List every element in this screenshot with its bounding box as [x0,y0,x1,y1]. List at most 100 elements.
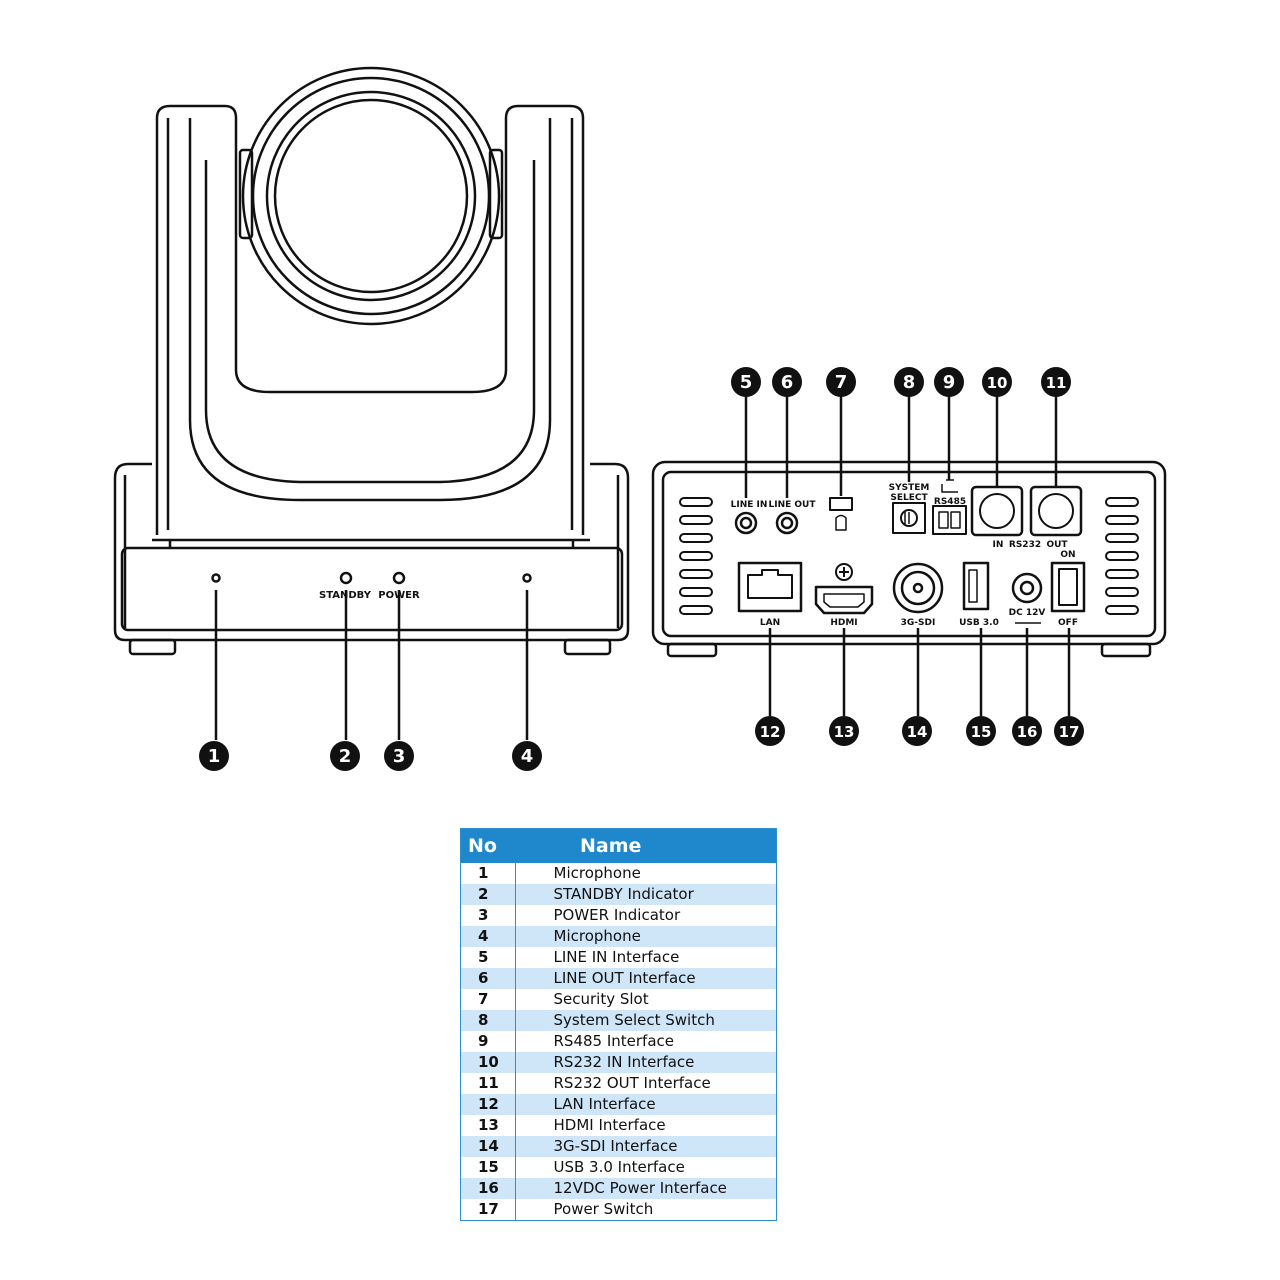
row-name: LINE IN Interface [553,948,680,966]
callout-number: 11 [1046,374,1067,392]
callout-circle [1012,716,1042,746]
hdmi-port [814,585,874,615]
security-slot [829,497,853,511]
callout-number: 3 [393,746,406,767]
usb-label: USB 3.0 [959,618,999,628]
callout-circle [330,741,360,771]
sdi-port [892,562,944,614]
system-label: SYSTEM [889,483,930,493]
row-number: 2 [460,884,516,905]
row-number: 5 [460,947,516,968]
rs232-label: RS232 [1009,540,1041,550]
standby-label: STANDBY [319,590,372,601]
front-view [113,66,630,656]
callout-circle [1041,367,1071,397]
callout-2: 2 [330,741,360,771]
table-row: 13 HDMI Interface [460,1115,777,1136]
leader-lines [214,396,1071,740]
camera-lens [241,66,501,326]
row-number: 17 [460,1199,516,1221]
table-row: 7 Security Slot [460,989,777,1010]
camera-diagram: STANDBY POWER LINE IN LINE OUT SYSTEM SE… [113,66,1167,771]
callout-13: 13 [829,716,859,746]
callout-9: 9 [934,367,964,397]
callout-7: 7 [826,367,856,397]
usb-port [962,561,990,611]
row-name: LAN Interface [515,1094,777,1115]
hdmi-label: HDMI [830,618,857,628]
row-name: Microphone [515,926,777,947]
callout-number: 9 [943,372,956,393]
row-name: Security Slot [553,990,649,1008]
out-label: OUT [1046,540,1068,550]
callout-1: 1 [199,741,229,771]
lan-port [737,561,803,613]
rs485-port [932,505,967,535]
callout-circle [755,716,785,746]
row-name: 12VDC Power Interface [515,1178,777,1199]
callout-number: 17 [1059,723,1080,741]
callout-circle [966,716,996,746]
callout-number: 1 [208,746,221,767]
row-number: 13 [460,1115,516,1136]
callout-number: 10 [987,374,1008,392]
row-name: Microphone [553,864,641,882]
callout-circle [826,367,856,397]
rear-view [651,460,1167,658]
row-name: System Select Switch [515,1010,777,1031]
row-number: 12 [460,1094,516,1115]
row-number: 6 [460,968,516,989]
callout-number: 4 [521,746,534,767]
callout-circle [829,716,859,746]
row-name: RS485 Interface [553,1032,675,1050]
line-out-jack [775,511,799,535]
row-number: 4 [460,926,516,947]
rs485-label: RS485 [934,497,966,507]
table-header-row: No Name [460,828,777,863]
callout-number: 8 [903,372,916,393]
callout-number: 16 [1017,723,1038,741]
row-number: 7 [460,989,516,1010]
callout-3: 3 [384,741,414,771]
vent-left [679,497,713,615]
callout-14: 14 [902,716,932,746]
table-row: 17 Power Switch [460,1199,777,1221]
select-label: SELECT [890,493,928,503]
callout-number: 12 [760,723,781,741]
power-switch [1050,561,1086,613]
callout-number: 7 [835,372,848,393]
callout-circle [772,367,802,397]
sdi-label: 3G-SDI [901,618,936,628]
callout-4: 4 [512,741,542,771]
row-name: HDMI Interface [553,1116,666,1134]
callout-17: 17 [1054,716,1084,746]
line-in-label: LINE IN [731,500,768,510]
power-label: POWER [378,590,420,601]
row-name: Power Switch [553,1200,654,1218]
row-name: USB 3.0 Interface [553,1158,685,1176]
callout-16: 16 [1012,716,1042,746]
callout-number: 6 [781,372,794,393]
callout-circle [384,741,414,771]
table-row: 3 POWER Indicator [460,905,777,926]
on-label: ON [1060,550,1075,560]
callout-8: 8 [894,367,924,397]
line-out-label: LINE OUT [769,500,817,510]
row-number: 10 [460,1052,516,1073]
row-name: 3G-SDI Interface [515,1136,777,1157]
callout-circle [902,716,932,746]
standby-led [339,571,353,585]
callout-6: 6 [772,367,802,397]
row-number: 3 [460,905,516,926]
row-name: POWER Indicator [553,906,681,924]
